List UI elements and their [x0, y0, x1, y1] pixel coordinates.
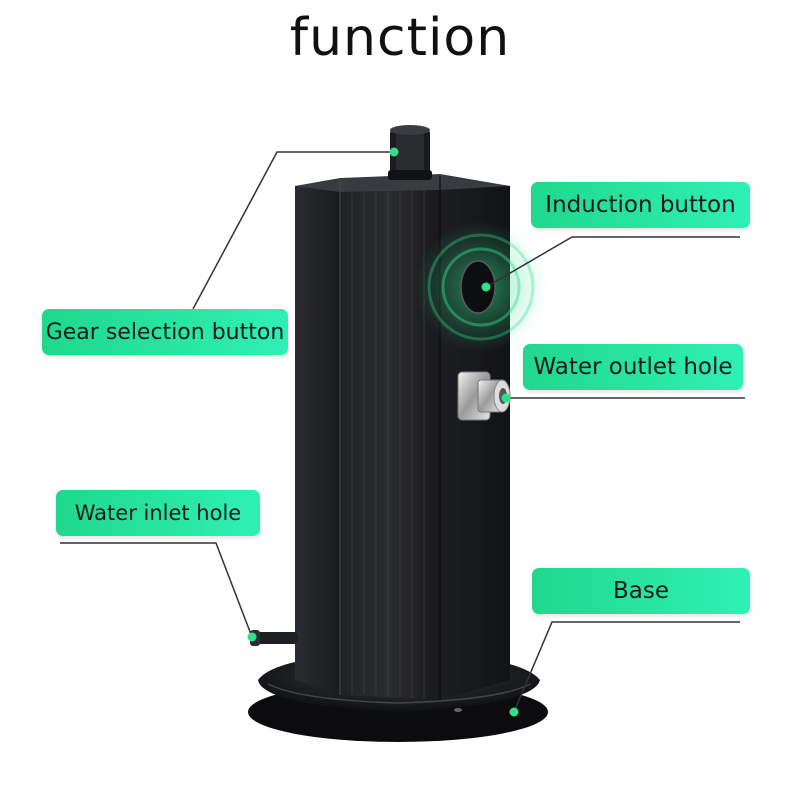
diagram-title: function: [289, 8, 511, 68]
marker-inlet: [247, 632, 257, 642]
marker-base: [509, 707, 519, 717]
leader-inlet: [60, 542, 253, 638]
induction-button-shape: [460, 260, 496, 314]
marker-induction: [481, 282, 491, 292]
label-water-inlet-hole: Water inlet hole: [56, 490, 260, 536]
leader-induction: [485, 236, 740, 288]
marker-gear: [389, 147, 399, 157]
label-water-outlet-hole: Water outlet hole: [523, 344, 743, 390]
water-inlet-pipe: [250, 632, 298, 644]
body-front-face: [340, 176, 440, 700]
leader-base: [513, 621, 740, 713]
body-left-face: [295, 180, 340, 695]
label-gear-selection-button: Gear selection button: [42, 309, 288, 355]
label-induction-button: Induction button: [531, 182, 750, 228]
leader-lines: [60, 151, 745, 713]
marker-outlet: [501, 393, 511, 403]
label-base: Base: [532, 568, 750, 614]
leader-gear: [192, 151, 394, 310]
markers: [247, 147, 519, 717]
